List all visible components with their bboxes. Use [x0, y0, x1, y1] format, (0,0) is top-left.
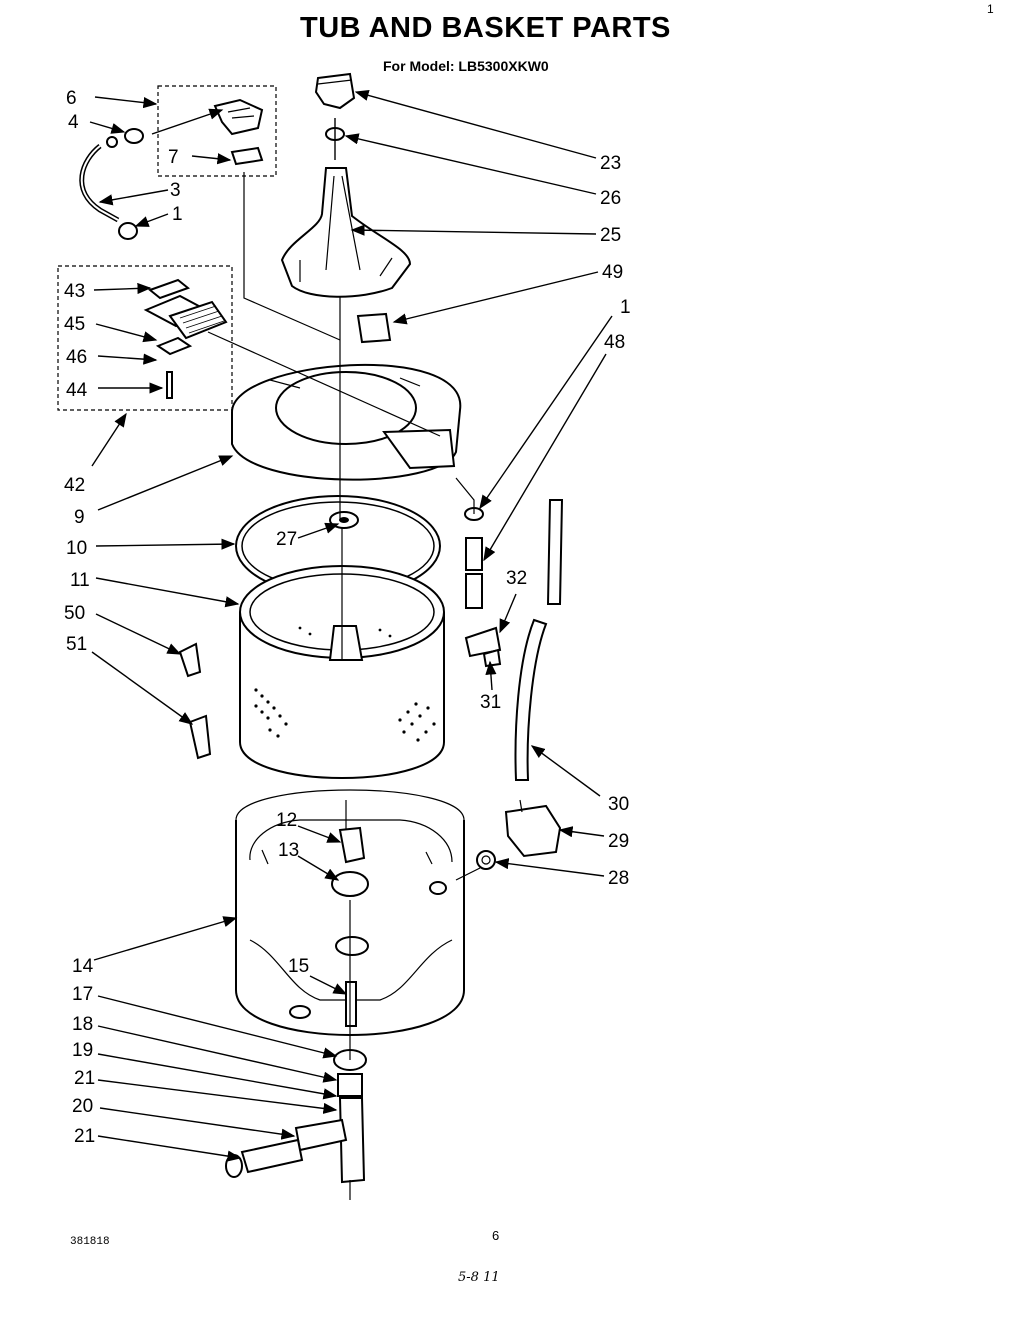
callout-12: 12	[276, 810, 297, 831]
dispenser-part-6	[213, 98, 264, 136]
tub-ring-part-9	[231, 363, 462, 481]
callout-4: 4	[68, 112, 79, 133]
callout-30: 30	[608, 794, 629, 815]
leader-lines	[89, 89, 613, 1162]
dispenser-group-box	[157, 85, 277, 177]
hose-part-30	[514, 618, 548, 781]
bolt-part-15	[345, 981, 357, 1027]
corner-mark: 1	[987, 2, 994, 16]
callout-45: 45	[64, 314, 85, 335]
agitator-cap-part-23	[314, 72, 356, 110]
callout-32: 32	[506, 568, 527, 589]
callout-labels: 6 4 7 3 1 43 45 46 44 42 9 10 11 50 51 1…	[64, 88, 631, 1147]
hose-upper	[546, 499, 564, 605]
bracket-part-7	[230, 146, 264, 166]
clip-part-51	[188, 714, 212, 760]
bearing-part-12	[338, 826, 366, 864]
washer-part-26	[325, 118, 345, 160]
seal-part-28	[476, 850, 496, 870]
drain-parts-17-21	[225, 1049, 367, 1184]
callout-27: 27	[276, 529, 297, 550]
callout-28: 28	[608, 868, 629, 889]
callout-6: 6	[66, 88, 77, 109]
callout-49: 49	[602, 262, 623, 283]
callout-29: 29	[608, 831, 629, 852]
filter-parts-43-46	[143, 278, 228, 399]
callout-23: 23	[600, 153, 621, 174]
callout-1-right: 1	[620, 297, 631, 318]
agitator-part-25	[280, 167, 412, 298]
callout-7: 7	[168, 147, 179, 168]
callout-21-upper: 21	[74, 1068, 95, 1089]
hose-part-3	[79, 136, 120, 223]
model-subtitle: For Model: LB5300XKW0	[383, 58, 549, 74]
document-number: 381818	[70, 1236, 110, 1248]
callout-14: 14	[72, 956, 94, 977]
callout-11: 11	[70, 570, 90, 591]
page-number: 6	[492, 1228, 500, 1243]
callout-25: 25	[600, 225, 621, 246]
callout-17: 17	[72, 984, 93, 1005]
coupling-part-48	[465, 537, 483, 609]
callout-19: 19	[72, 1040, 93, 1061]
callout-9: 9	[74, 507, 85, 528]
callout-50: 50	[64, 603, 85, 624]
callout-26: 26	[600, 188, 621, 209]
callout-1-left: 1	[172, 204, 183, 225]
callout-20: 20	[72, 1096, 93, 1117]
callout-15: 15	[288, 956, 309, 977]
screw-part-31	[482, 648, 502, 668]
callout-51: 51	[66, 634, 87, 655]
handwritten-note: 5-8 11	[458, 1270, 500, 1285]
callout-21-lower: 21	[74, 1126, 95, 1147]
callout-3: 3	[170, 180, 181, 201]
callout-46: 46	[66, 347, 87, 368]
pump-part-29	[504, 799, 562, 858]
callout-13: 13	[278, 840, 299, 861]
callout-42: 42	[64, 475, 85, 496]
callout-31: 31	[480, 692, 501, 713]
seal-part-13	[331, 871, 369, 897]
clip-part-50	[178, 642, 202, 678]
callout-48: 48	[604, 332, 625, 353]
clamp-part-4	[124, 128, 144, 144]
bracket-part-32	[464, 626, 502, 658]
callout-10: 10	[66, 538, 87, 559]
callout-18: 18	[72, 1014, 93, 1035]
callout-43: 43	[64, 281, 85, 302]
clamp-part-1	[118, 222, 138, 240]
callout-44: 44	[66, 380, 88, 401]
page-title: TUB AND BASKET PARTS	[300, 12, 671, 44]
alignment-lines	[207, 172, 481, 1200]
plate-part-49	[356, 312, 392, 344]
